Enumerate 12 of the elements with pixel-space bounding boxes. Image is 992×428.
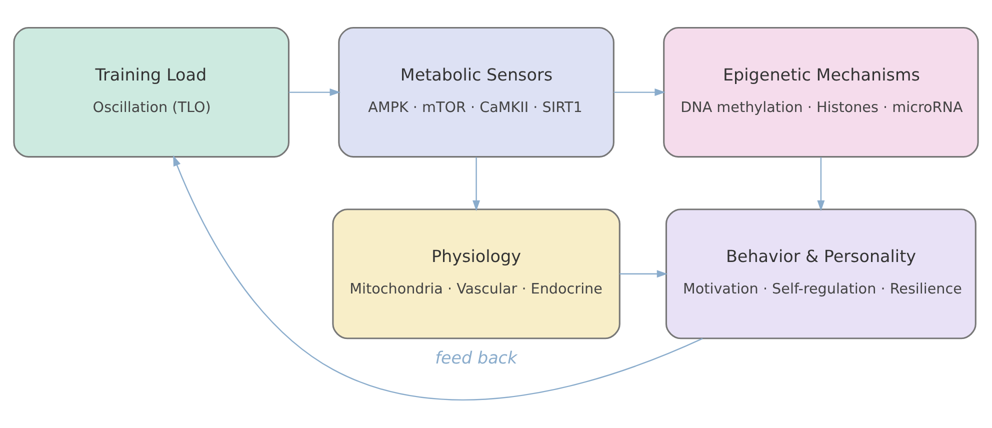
arrow: [614, 88, 666, 96]
node-box: Training Load Oscillation (TLO): [13, 27, 290, 158]
arrow: [173, 155, 703, 400]
edge-label: feed back: [435, 348, 518, 368]
node-box: Physiology Mitochondria · Vascular · Endocrine: [332, 208, 620, 340]
arrow: [620, 270, 668, 278]
node-box: Behavior & Personality Motivation · Self-regulation · Resilience: [665, 208, 976, 340]
arrow: [472, 157, 480, 212]
arrow: [288, 88, 341, 96]
node-box: Epigenetic Mechanisms DNA methylation · Histones · microRNA: [663, 27, 979, 158]
node-box: Metabolic Sensors AMPK · mTOR · CaMKII · SIRT1: [338, 27, 614, 158]
arrow: [817, 157, 825, 212]
